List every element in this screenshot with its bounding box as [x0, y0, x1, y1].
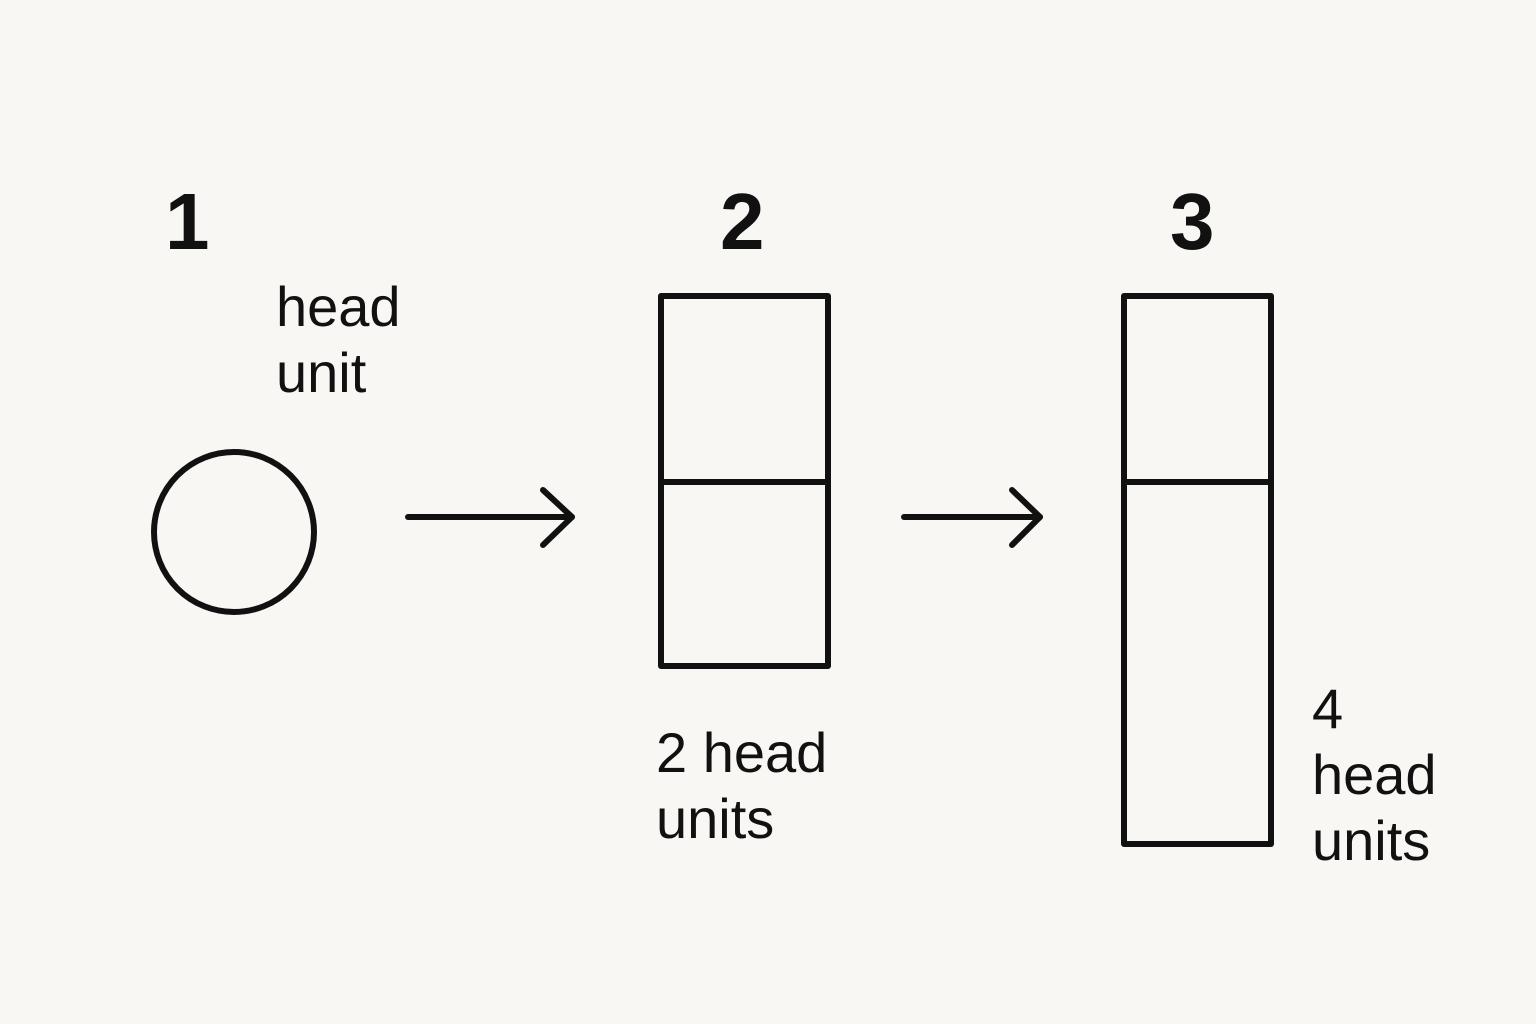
- step-3-label: 4 head units: [1312, 676, 1437, 874]
- step-1-label: head unit: [276, 274, 401, 406]
- step-2-label-line2: units: [656, 787, 775, 850]
- step-3-label-line3: units: [1312, 809, 1431, 872]
- step-3-label-line2: head: [1312, 743, 1437, 806]
- arrow-2-icon: [901, 487, 1043, 548]
- step-3-label-line1: 4: [1312, 677, 1344, 740]
- step-1-label-line2: unit: [276, 341, 367, 404]
- step-2-label: 2 head units: [656, 720, 827, 852]
- step-2-label-line1: 2 head: [656, 721, 828, 784]
- head-circle: [151, 449, 317, 615]
- step-1-number: 1: [165, 177, 210, 266]
- step-3-number: 3: [1170, 177, 1215, 266]
- box-2-head-units: [658, 293, 831, 669]
- step-2-number: 2: [720, 177, 765, 266]
- box-4-head-units: [1121, 293, 1274, 847]
- arrow-1-icon: [405, 487, 575, 548]
- step-1-label-line1: head: [276, 275, 401, 338]
